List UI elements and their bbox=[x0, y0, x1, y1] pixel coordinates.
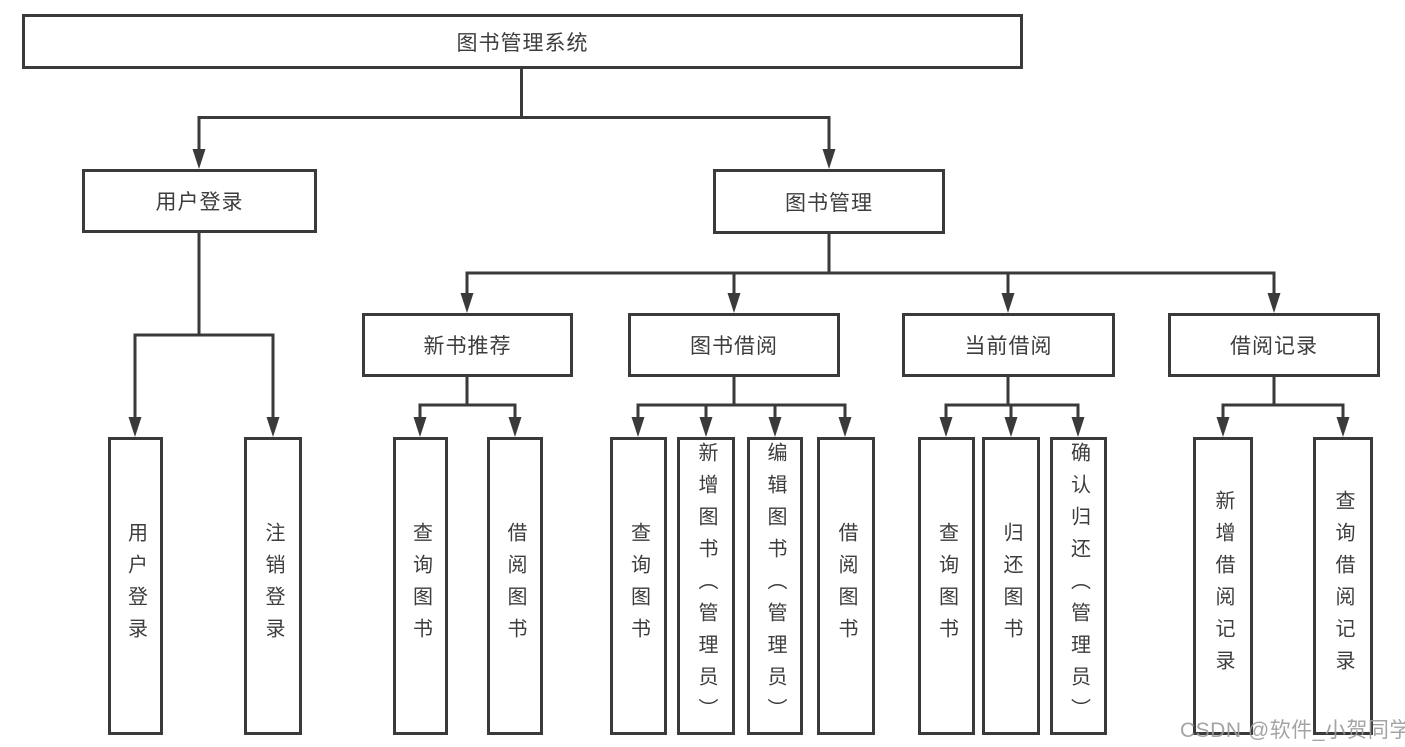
node-current-borrowing: 当前借阅 bbox=[902, 313, 1115, 377]
leaf-search-books-current: 查询图书 bbox=[918, 437, 975, 735]
leaf-borrow-books-borrowing: 借阅图书 bbox=[817, 437, 875, 735]
leaf-borrow-books-recommendation: 借阅图书 bbox=[487, 437, 543, 735]
node-user-login: 用户登录 bbox=[82, 169, 317, 233]
node-new-book-recommendation: 新书推荐 bbox=[362, 313, 573, 377]
connector-current-borrowing-to-children bbox=[939, 377, 1085, 437]
leaf-return-books: 归还图书 bbox=[982, 437, 1040, 735]
node-book-borrowing: 图书借阅 bbox=[628, 313, 840, 377]
leaf-search-books-borrowing: 查询图书 bbox=[610, 437, 667, 735]
leaf-search-books-recommendation: 查询图书 bbox=[393, 437, 448, 735]
connector-root-to-level2 bbox=[192, 69, 836, 169]
node-library-system: 图书管理系统 bbox=[22, 14, 1023, 69]
connector-book-management-to-level3 bbox=[460, 234, 1281, 313]
leaf-add-borrow-record: 新增借阅记录 bbox=[1193, 437, 1253, 735]
leaf-search-borrow-record: 查询借阅记录 bbox=[1313, 437, 1373, 735]
node-borrowing-records: 借阅记录 bbox=[1168, 313, 1380, 377]
leaf-user-login: 用户登录 bbox=[108, 437, 163, 735]
connector-new-book-recommendation-to-children bbox=[413, 377, 522, 437]
leaf-edit-books-admin: 编辑图书（管理员） bbox=[747, 437, 803, 735]
csdn-watermark: CSDN @软件_小贺同学 bbox=[1180, 719, 1405, 742]
leaf-logout: 注销登录 bbox=[244, 437, 302, 735]
connector-borrowing-records-to-children bbox=[1216, 377, 1350, 437]
connector-user-login-to-children bbox=[128, 232, 280, 437]
node-book-management: 图书管理 bbox=[713, 169, 945, 234]
connector-book-borrowing-to-children bbox=[631, 377, 852, 437]
leaf-confirm-return-admin: 确认归还（管理员） bbox=[1050, 437, 1107, 735]
leaf-add-books-admin: 新增图书（管理员） bbox=[677, 437, 735, 735]
